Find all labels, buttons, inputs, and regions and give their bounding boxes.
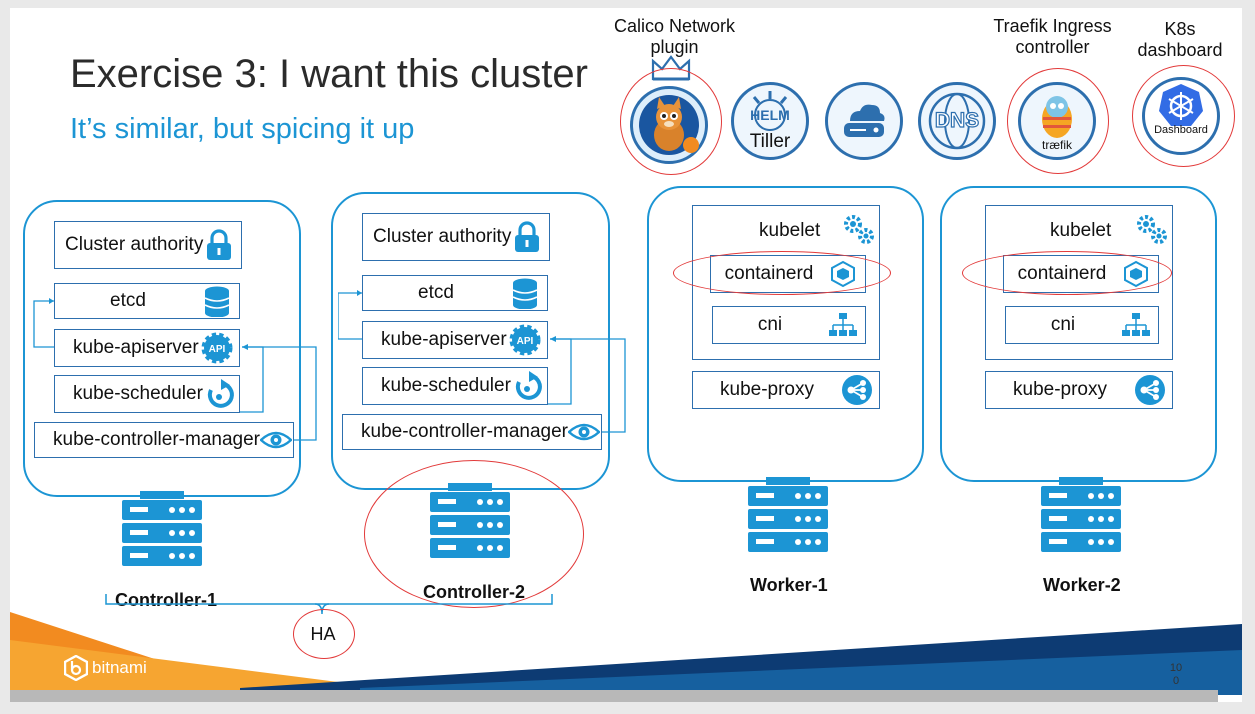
controller-1-connectors [33, 298, 317, 441]
controller-2-name: Controller-2 [423, 582, 526, 602]
dashboard-highlight [1132, 65, 1235, 167]
lock-icon [511, 221, 543, 253]
ha-highlight [293, 609, 355, 659]
worker-1-kube-proxy: kube-proxy [692, 371, 880, 409]
kube-scheduler-label: kube-scheduler [73, 383, 203, 404]
svg-text:API: API [209, 344, 226, 355]
bitnami-icon [64, 655, 88, 681]
kube-apiserver-label: kube-apiserver [381, 329, 507, 350]
api-gear-icon: API [509, 324, 541, 356]
globe-icon [928, 92, 986, 150]
share-icon [1134, 374, 1166, 406]
kubelet-label: kubelet [1050, 220, 1112, 241]
controller-1-name: Controller-1 [115, 590, 218, 610]
helm-text: HELM [750, 107, 790, 123]
gears-icon [1134, 212, 1170, 254]
network-tree-icon [1120, 309, 1152, 341]
worker-1-containerd-highlight [673, 251, 891, 295]
traefik-label: Traefik Ingress controller [993, 16, 1112, 57]
kube-apiserver-label: kube-apiserver [73, 337, 199, 358]
calico-label: Calico Network plugin [613, 16, 736, 57]
calico-highlight [620, 68, 722, 175]
worker-2-name: Worker-2 [1043, 575, 1121, 595]
traefik-gopher-icon [1042, 96, 1072, 138]
cni-label: cni [757, 314, 783, 335]
refresh-icon [203, 378, 235, 410]
controller-2-cluster-authority: Cluster authority [362, 213, 550, 261]
controller-2-highlight [364, 460, 584, 608]
controller-1-cluster-authority: Cluster authority [54, 221, 242, 269]
dashboard-badge: Dashboard [1142, 77, 1220, 155]
worker-1-cni: cni [712, 306, 866, 344]
kube-controller-manager-label: kube-controller-manager [361, 421, 568, 442]
dashboard-text: Dashboard [1154, 124, 1208, 136]
controller-2-server-icon [430, 483, 510, 558]
database-icon [509, 277, 541, 309]
worker-2-cni: cni [1005, 306, 1159, 344]
page-number-line1: 10 [1169, 662, 1183, 674]
database-icon [201, 285, 233, 317]
dns-text: DNS [934, 108, 980, 132]
etcd-label: etcd [418, 282, 454, 303]
etcd-label: etcd [110, 290, 146, 311]
worker-2-server-icon [1041, 477, 1121, 552]
api-gear-icon: API [201, 332, 233, 364]
controller-1-kube-scheduler: kube-scheduler [54, 375, 240, 413]
ha-label: HA [310, 624, 336, 644]
eye-icon [568, 416, 600, 448]
storage-badge [825, 82, 903, 160]
controller-2-kube-scheduler: kube-scheduler [362, 367, 548, 405]
worker-2-kube-proxy: kube-proxy [985, 371, 1173, 409]
cluster-authority-label: Cluster authority [373, 226, 512, 247]
controller-2-kube-apiserver: kube-apiserver API [362, 321, 548, 359]
controller-2-connectors [338, 290, 626, 433]
share-icon [841, 374, 873, 406]
worker-1-name: Worker-1 [750, 575, 828, 595]
calico-badge [630, 86, 708, 164]
tiller-label: Tiller [749, 131, 791, 152]
slide-subtitle: It’s similar, but spicing it up [70, 113, 415, 145]
eye-icon [260, 424, 292, 456]
bitnami-logo: bitnami [64, 655, 147, 681]
worker-2-containerd-highlight [962, 251, 1172, 295]
network-tree-icon [827, 309, 859, 341]
gears-icon [841, 212, 877, 254]
cloud-storage-icon [844, 104, 885, 137]
controller-2-kube-controller-manager: kube-controller-manager [342, 414, 602, 450]
brand-text: bitnami [92, 658, 147, 677]
controller-1-server-icon [122, 491, 202, 566]
controller-2-etcd: etcd [362, 275, 548, 311]
slide-title: Exercise 3: I want this cluster [70, 52, 588, 96]
helm-wheel-icon [752, 91, 788, 131]
kube-proxy-label: kube-proxy [1013, 379, 1107, 400]
controller-1-etcd: etcd [54, 283, 240, 319]
bottom-decoration [10, 612, 1242, 702]
traefik-highlight [1007, 68, 1109, 174]
traefik-badge: træfik [1018, 82, 1096, 160]
refresh-icon [511, 370, 543, 402]
lock-icon [203, 229, 235, 261]
calico-cat-icon [639, 95, 699, 155]
worker-1-server-icon [748, 477, 828, 552]
dns-badge: DNS [918, 82, 996, 160]
kube-proxy-label: kube-proxy [720, 379, 814, 400]
cluster-authority-label: Cluster authority [65, 234, 204, 255]
page-number: 10 0 [1164, 662, 1188, 688]
kube-controller-manager-label: kube-controller-manager [53, 429, 260, 450]
cni-label: cni [1050, 314, 1076, 335]
controller-1-kube-apiserver: kube-apiserver API [54, 329, 240, 367]
page-number-line2: 0 [1172, 675, 1180, 687]
svg-text:API: API [517, 336, 534, 347]
kubelet-label: kubelet [759, 220, 821, 241]
kubernetes-icon [1159, 84, 1203, 126]
kube-scheduler-label: kube-scheduler [381, 375, 511, 396]
controller-1-kube-controller-manager: kube-controller-manager [34, 422, 294, 458]
traefik-text: træfik [1042, 138, 1072, 152]
dashboard-label: K8s dashboard [1137, 19, 1223, 60]
helm-badge: HELM Tiller [731, 82, 809, 160]
